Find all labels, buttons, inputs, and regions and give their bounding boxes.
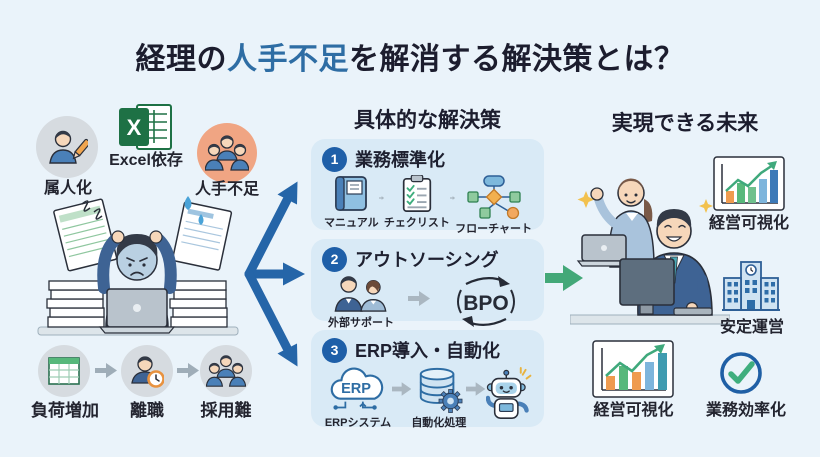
benefit-label-efficiency: 業務効率化 [705, 402, 786, 419]
problem-badge-personalization [36, 116, 98, 178]
erp-cloud-icon: ERP [330, 367, 384, 410]
solution-box-erp: 3 ERP導入・自動化 ERP ERPシステム [311, 330, 544, 430]
excel-icon: X [119, 104, 172, 150]
right-arrow-icon [449, 196, 456, 200]
flow-badge-load [38, 345, 90, 397]
database-gear-icon [419, 367, 463, 413]
flow-label-resignation: 離職 [130, 401, 164, 420]
spreadsheet-icon [48, 357, 80, 385]
solution-title: ERP導入・自動化 [355, 341, 501, 361]
happy-workers-illustration [570, 178, 730, 325]
solution-number-badge: 2 [322, 246, 347, 272]
right-arrow-icon [466, 382, 486, 396]
solution-step-checklist: チェクリスト [384, 175, 450, 230]
person-clock-icon [131, 356, 164, 388]
benefit-label-stability: 安定運営 [719, 319, 784, 336]
solutions-header: 具体的な解決策 [354, 109, 501, 132]
solution-step-manual: マニュアル [324, 175, 379, 230]
title-post: を解消する解決策とは？ [349, 43, 685, 76]
solution-title: 業務標準化 [355, 150, 445, 170]
right-arrow-icon [408, 291, 430, 306]
problem-label-shortage: 人手不足 [194, 181, 259, 198]
support-team-icon [334, 276, 387, 312]
book-icon [335, 176, 368, 211]
solution-step-automation: 自動化処理 [411, 366, 466, 430]
right-arrow-icon [177, 363, 199, 378]
solution-box-outsourcing: 2 アウトソーシング 外部サポート [311, 239, 544, 329]
problem-badge-excel: X [119, 103, 173, 156]
solutions-to-future-arrow [545, 265, 583, 291]
solution-number-badge: 3 [322, 337, 347, 363]
office-building-icon [722, 261, 780, 311]
problem-label-excel: Excel依存 [109, 152, 183, 169]
benefit-label-visibility-top: 経営可視化 [708, 215, 789, 232]
stressed-worker-illustration [37, 196, 239, 336]
right-arrow-icon [392, 382, 412, 396]
title-pre: 経理の [135, 43, 227, 76]
solution-number-badge: 1 [322, 146, 347, 172]
people-group-icon [206, 355, 246, 387]
solution-title: アウトソーシング [355, 250, 499, 270]
solution-step-flowchart: フローチャート [455, 175, 532, 236]
bpo-cycle-icon: BPO [457, 276, 515, 327]
check-circle-icon [720, 352, 762, 394]
svg-text:ERP: ERP [341, 381, 371, 397]
growth-chart-icon [592, 340, 674, 398]
flowchart-icon [466, 175, 521, 219]
flow-label-hiring: 採用難 [200, 401, 252, 420]
checklist-icon [402, 175, 432, 212]
flow-badge-resignation [121, 345, 173, 397]
right-arrow-icon [378, 196, 384, 200]
solution-step-erp-system: ERP ERPシステム [324, 366, 392, 430]
solution-step-support: 外部サポート [328, 275, 394, 330]
title-highlight: 人手不足 [227, 43, 349, 76]
problems-to-solutions-arrow [244, 181, 305, 367]
solution-box-standardization: 1 業務標準化 マニュアル [311, 139, 544, 235]
people-group-icon [205, 135, 249, 171]
robot-icon [485, 366, 532, 419]
svg-text:X: X [127, 115, 142, 140]
person-writing-icon [49, 130, 88, 164]
future-header: 実現できる未来 [611, 112, 759, 135]
flow-label-load: 負荷増加 [31, 401, 99, 420]
page-title: 経理の人手不足を解消する解決策とは？ [0, 34, 820, 78]
right-arrow-icon [95, 363, 117, 378]
growth-chart-icon [713, 156, 785, 211]
flow-badge-hiring [200, 345, 252, 397]
benefit-label-visibility-bottom: 経営可視化 [593, 402, 674, 419]
problem-label-personalization: 属人化 [43, 180, 92, 197]
problem-badge-shortage [197, 123, 257, 183]
svg-text:BPO: BPO [463, 292, 509, 315]
